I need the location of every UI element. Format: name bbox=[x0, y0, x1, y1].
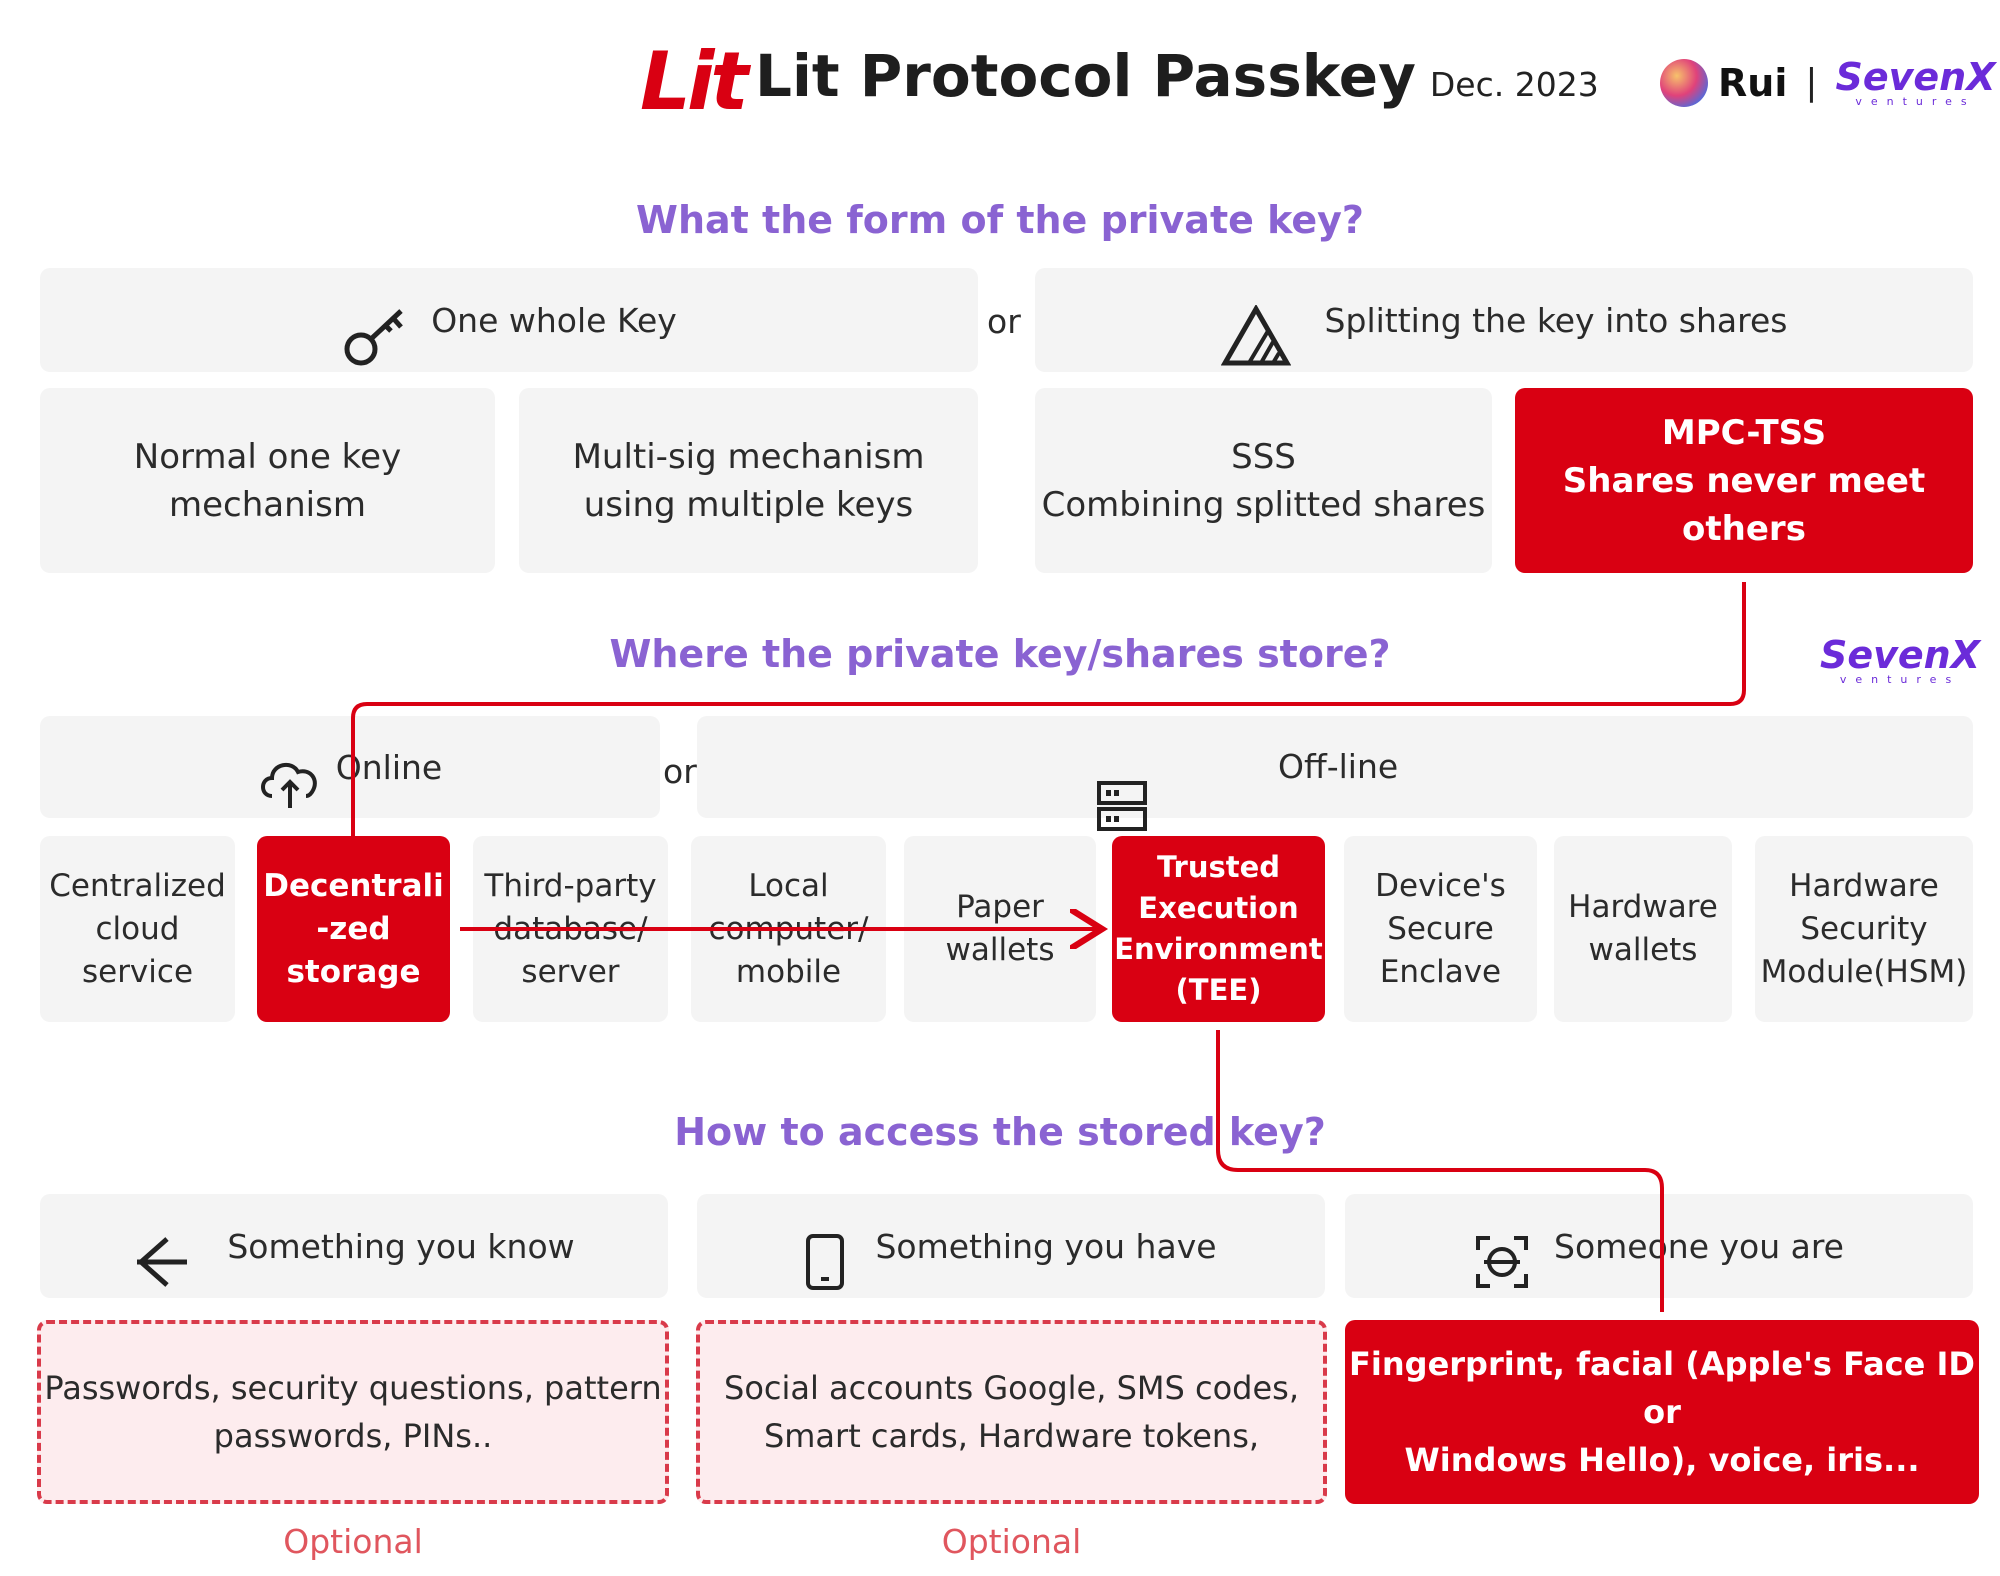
question-key-storage: Where the private key/shares store? bbox=[609, 632, 1391, 676]
brand-name: SevenX bbox=[1835, 55, 1996, 99]
option-splitting-key: Splitting the key into shares bbox=[1035, 268, 1973, 372]
option-one-whole-key: One whole Key bbox=[40, 268, 978, 372]
or-label: or bbox=[987, 302, 1021, 341]
option-label: Off-line bbox=[1278, 747, 1399, 786]
card-tee: Trusted Execution Environment (TEE) bbox=[1112, 836, 1325, 1022]
card-sss: SSS Combining splitted shares bbox=[1035, 388, 1492, 573]
header: Lit Lit Protocol Passkey Dec. 2023 Rui |… bbox=[0, 34, 2000, 128]
lit-logo-text: Lit bbox=[640, 34, 749, 128]
option-offline: Off-line bbox=[697, 716, 1973, 831]
question-private-key-form: What the form of the private key? bbox=[636, 198, 1364, 242]
watermark-brand: SevenX ventures bbox=[1820, 636, 1980, 685]
title-text: Lit Protocol Passkey bbox=[755, 42, 1416, 110]
card-third-party-db: Third-party database/ server bbox=[473, 836, 668, 1022]
shares-triangle-icon bbox=[1220, 266, 1291, 375]
brand-logo: SevenX ventures bbox=[1835, 58, 1995, 107]
card-secure-enclave: Device's Secure Enclave bbox=[1344, 836, 1537, 1022]
option-something-you-know: Something you know bbox=[40, 1194, 668, 1298]
card-local-computer: Local computer/ mobile bbox=[691, 836, 886, 1022]
watermark-sub: ventures bbox=[1839, 673, 1961, 686]
lit-logo: Lit bbox=[640, 34, 749, 128]
page-title: Lit Protocol Passkey Dec. 2023 bbox=[755, 42, 1599, 110]
question-access-method: How to access the stored key? bbox=[674, 1110, 1326, 1154]
option-something-you-have: Something you have bbox=[697, 1194, 1325, 1298]
card-multi-sig: Multi-sig mechanism using multiple keys bbox=[519, 388, 978, 573]
header-separator: | bbox=[1805, 62, 1818, 103]
option-label: Splitting the key into shares bbox=[1324, 300, 1788, 340]
card-hardware-wallets: Hardware wallets bbox=[1554, 836, 1732, 1022]
brand-sub: ventures bbox=[1855, 95, 1976, 108]
date-text: Dec. 2023 bbox=[1429, 65, 1599, 104]
phone-icon bbox=[805, 1194, 845, 1299]
option-label: Someone you are bbox=[1554, 1226, 1844, 1266]
or-label: or bbox=[663, 752, 697, 791]
card-normal-one-key: Normal one key mechanism bbox=[40, 388, 495, 573]
option-someone-you-are: Someone you are bbox=[1345, 1194, 1973, 1298]
author-block: Rui | SevenX ventures bbox=[1660, 58, 1996, 107]
server-icon bbox=[1097, 742, 1147, 839]
card-mpc-tss: MPC-TSS Shares never meet others bbox=[1515, 388, 1973, 573]
option-label: One whole Key bbox=[431, 300, 677, 340]
author-name: Rui bbox=[1718, 60, 1788, 105]
arrow-left-icon bbox=[133, 1196, 191, 1297]
option-online: Online bbox=[40, 716, 660, 818]
card-have-examples: Social accounts Google, SMS codes, Smart… bbox=[696, 1320, 1327, 1504]
card-paper-wallets: Paper wallets bbox=[904, 836, 1096, 1022]
optional-label: Optional bbox=[941, 1522, 1082, 1561]
card-hsm: Hardware Security Module(HSM) bbox=[1755, 836, 1973, 1022]
cloud-upload-icon bbox=[258, 717, 322, 818]
avatar bbox=[1660, 58, 1708, 107]
option-label: Something you have bbox=[875, 1226, 1217, 1266]
card-centralized-cloud: Centralized cloud service bbox=[40, 836, 235, 1022]
card-know-examples: Passwords, security questions, pattern p… bbox=[37, 1320, 669, 1504]
option-label: Online bbox=[335, 747, 443, 787]
card-decentralized-storage: Decentrali -zed storage bbox=[257, 836, 450, 1022]
card-are-examples: Fingerprint, facial (Apple's Face ID or … bbox=[1345, 1320, 1979, 1504]
face-scan-icon bbox=[1474, 1195, 1530, 1298]
optional-label: Optional bbox=[283, 1522, 423, 1561]
key-icon bbox=[341, 264, 411, 377]
watermark-name: SevenX bbox=[1820, 633, 1981, 677]
option-label: Something you know bbox=[227, 1226, 575, 1266]
